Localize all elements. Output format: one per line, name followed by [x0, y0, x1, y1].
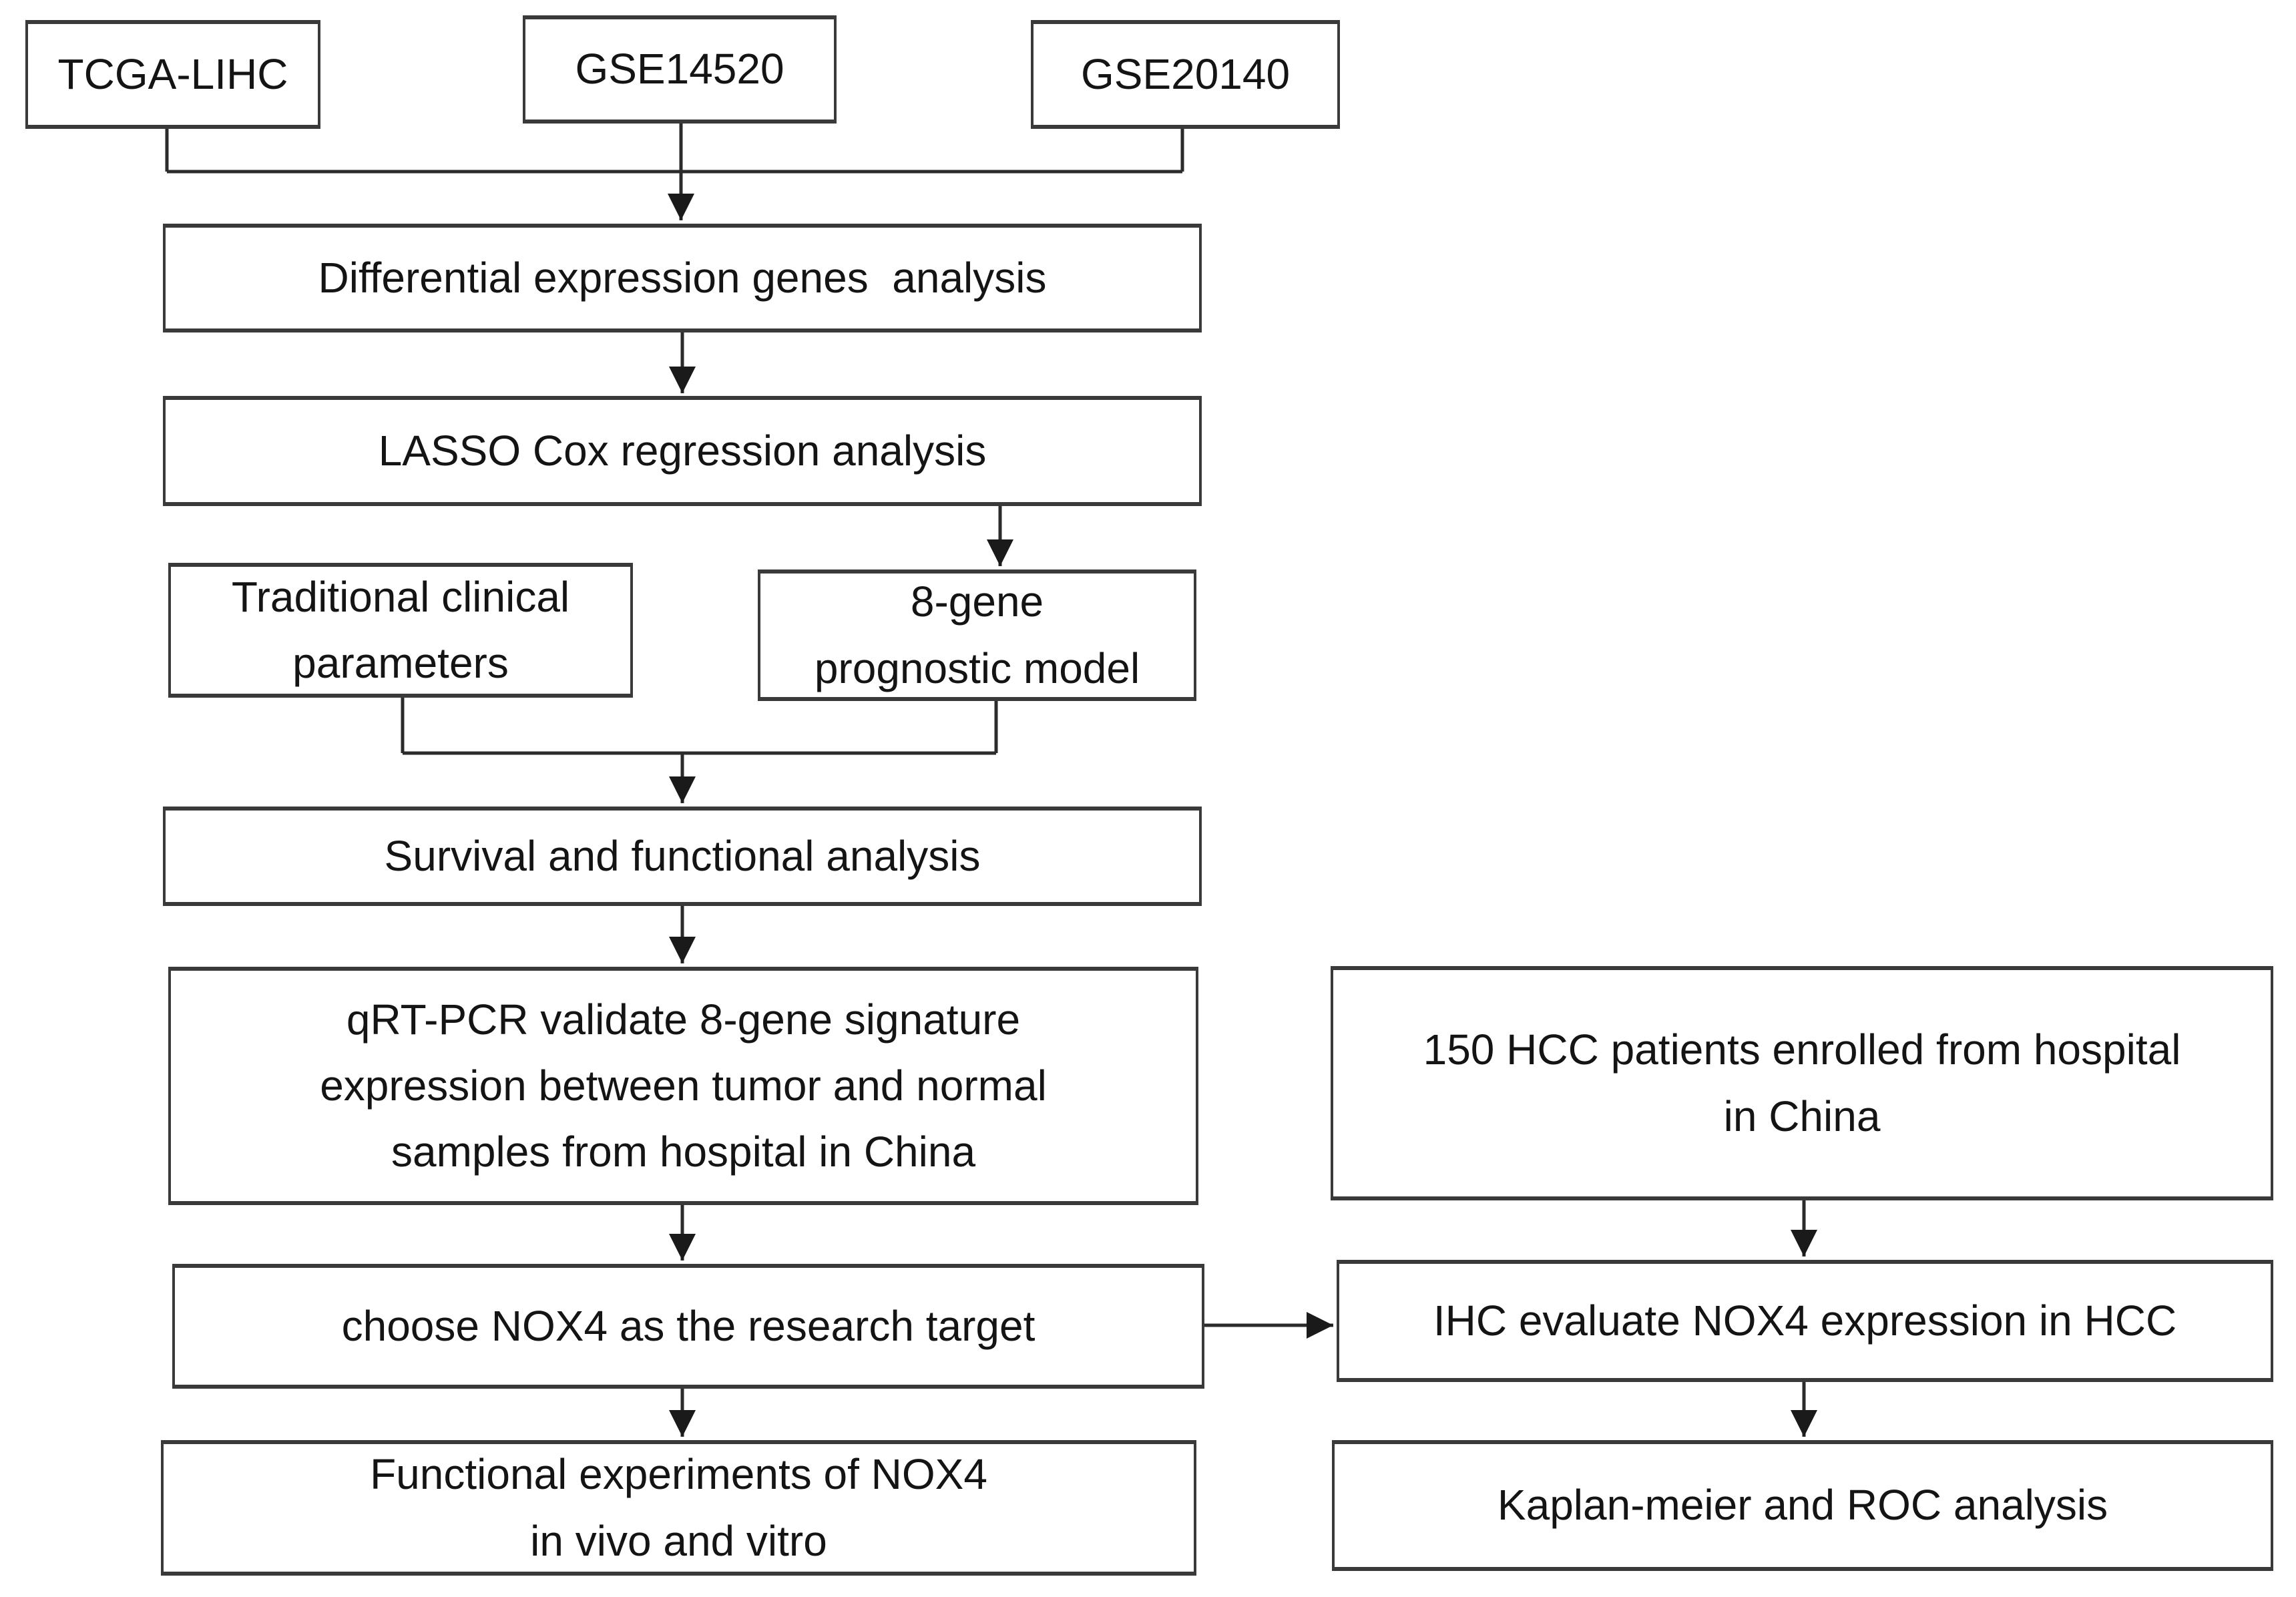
- node-8-gene-model-line2: prognostic model: [814, 644, 1140, 692]
- node-8-gene-model: 8-gene prognostic model: [758, 569, 1196, 701]
- node-choose-nox4: choose NOX4 as the research target: [172, 1264, 1204, 1389]
- node-150-hcc-patients-line2: in China: [1723, 1092, 1881, 1140]
- node-traditional-clinical: Traditional clinical parameters: [168, 563, 633, 698]
- node-traditional-clinical-line1: Traditional clinical: [231, 572, 570, 621]
- node-functional-experiments-line1: Functional experiments of NOX4: [370, 1450, 987, 1499]
- node-gse20140: GSE20140: [1031, 20, 1340, 129]
- node-ihc-evaluate-label: IHC evaluate NOX4 expression in HCC: [1433, 1296, 2177, 1345]
- node-functional-experiments-line2: in vivo and vitro: [530, 1516, 827, 1565]
- node-ihc-evaluate: IHC evaluate NOX4 expression in HCC: [1337, 1260, 2273, 1382]
- node-8-gene-model-line1: 8-gene: [910, 578, 1044, 626]
- node-traditional-clinical-line2: parameters: [292, 639, 509, 687]
- node-150-hcc-patients: 150 HCC patients enrolled from hospital …: [1331, 966, 2273, 1200]
- node-differential-expression: Differential expression genes analysis: [163, 224, 1202, 332]
- node-150-hcc-patients-line1: 150 HCC patients enrolled from hospital: [1423, 1025, 2181, 1074]
- node-lasso-cox: LASSO Cox regression analysis: [163, 396, 1202, 506]
- node-differential-expression-label: Differential expression genes analysis: [318, 253, 1047, 302]
- node-qrt-pcr-line3: samples from hospital in China: [391, 1128, 976, 1176]
- node-qrt-pcr-line2: expression between tumor and normal: [320, 1061, 1047, 1110]
- node-functional-experiments: Functional experiments of NOX4 in vivo a…: [161, 1440, 1196, 1576]
- node-qrt-pcr-line1: qRT-PCR validate 8-gene signature: [346, 995, 1021, 1044]
- connector-group: [165, 124, 1817, 1437]
- node-choose-nox4-label: choose NOX4 as the research target: [341, 1301, 1036, 1350]
- node-qrt-pcr-validate: qRT-PCR validate 8-gene signature expres…: [168, 967, 1198, 1205]
- node-kaplan-meier-roc-label: Kaplan-meier and ROC analysis: [1497, 1481, 2108, 1530]
- node-survival-analysis: Survival and functional analysis: [163, 807, 1202, 906]
- node-gse20140-label: GSE20140: [1080, 49, 1291, 98]
- node-tcga-lihc: TCGA-LIHC: [25, 20, 320, 129]
- node-gse14520: GSE14520: [523, 15, 837, 124]
- node-lasso-cox-label: LASSO Cox regression analysis: [378, 426, 987, 475]
- node-tcga-lihc-label: TCGA-LIHC: [57, 49, 288, 98]
- node-survival-analysis-label: Survival and functional analysis: [384, 831, 981, 880]
- node-kaplan-meier-roc: Kaplan-meier and ROC analysis: [1332, 1440, 2273, 1571]
- node-gse14520-label: GSE14520: [575, 45, 784, 93]
